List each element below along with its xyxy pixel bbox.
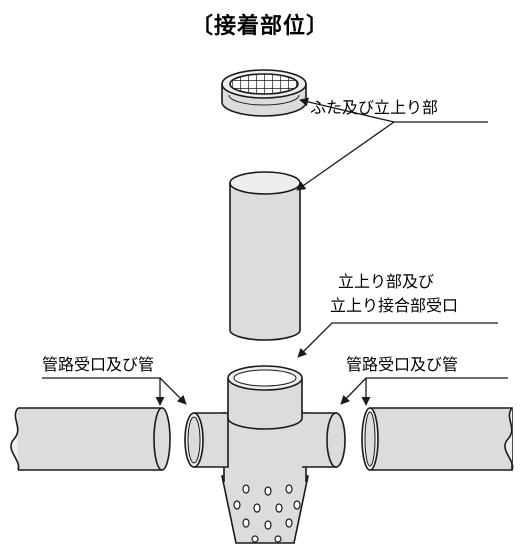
label-pipe-right: 管路受口及び管 <box>346 355 459 374</box>
label-pipe-left: 管路受口及び管 <box>42 355 155 374</box>
leader-right-b <box>340 377 367 405</box>
diagram-title: 〔接着部位〕 <box>190 14 329 39</box>
leader-riser <box>297 322 498 358</box>
leader-left-b <box>159 377 187 405</box>
leader-cap-to-lid <box>299 97 395 123</box>
label-riser-line1: 立上り部及び <box>338 272 435 291</box>
cap <box>221 69 307 117</box>
leader-cap <box>296 121 488 191</box>
cross-fitting <box>184 365 346 544</box>
leader-right-a <box>361 377 508 406</box>
riser-pipe <box>229 171 301 341</box>
leader-left-a <box>42 377 165 406</box>
label-riser-line2: 立上り接合部受口 <box>330 296 459 315</box>
label-cap: ふた及び立上り部 <box>310 98 439 117</box>
perforation-holes <box>233 484 301 543</box>
left-pipe <box>10 407 171 471</box>
right-pipe <box>361 407 514 471</box>
